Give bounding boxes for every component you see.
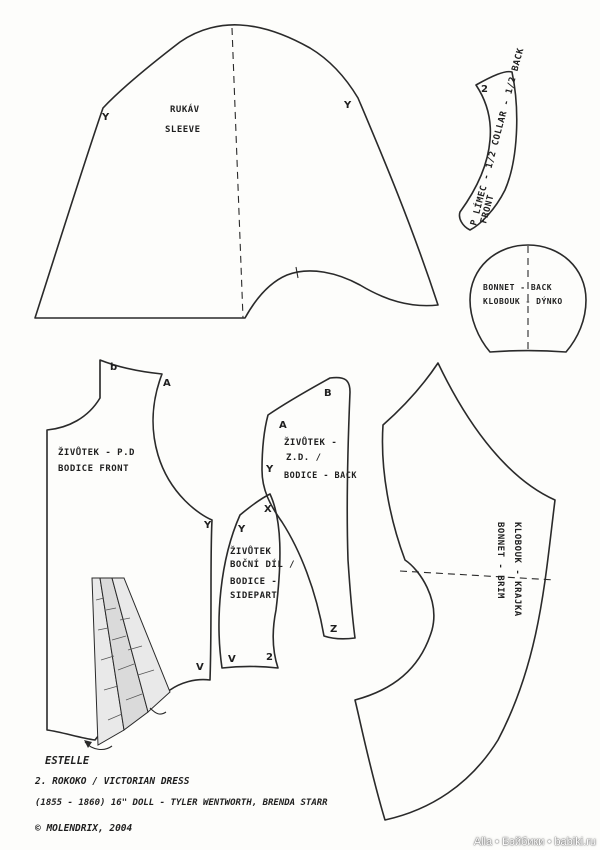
bodice-back-mark-y: Y: [265, 464, 274, 475]
collar-outline: [458, 70, 518, 231]
caption-style: 2. ROKOKO / VICTORIAN DRESS: [34, 776, 190, 787]
bodice-side-mark-y: Y: [237, 524, 246, 535]
bodice-back-mark-b: B: [324, 388, 332, 399]
sleeve-notch: [295, 266, 299, 279]
bonnet-brim-label-english: BONNET - BRIM: [495, 522, 505, 599]
sleeve-outline: [34, 24, 439, 319]
bodice-front-mark-a: A: [163, 378, 171, 389]
bodice-side-label-line4: SIDEPART: [230, 591, 277, 601]
bonnet-brim-label-czech: KLOBOUK - KRAJKA: [512, 522, 522, 617]
bodice-side-label-line1: ŽIVŮTEK: [230, 545, 272, 557]
collar-mark-top: 2: [481, 84, 488, 95]
caption-title: ESTELLE: [45, 755, 90, 767]
sleeve-grainline: [231, 27, 244, 319]
caption-copyright: © MOLENDRIX, 2004: [35, 823, 133, 834]
bodice-side-label-line2: BOČNÍ DÍL /: [230, 558, 295, 570]
bodice-back-label-line3: BODICE - BACK: [284, 471, 357, 481]
bodice-side-mark-v: V: [228, 654, 236, 665]
bodice-front-piece: b A ŽIVŮTEK - P.D BODICE FRONT Y V: [46, 359, 213, 751]
bonnet-brim-outline: [354, 362, 556, 821]
caption-doll-info: (1855 - 1860) 16" DOLL - TYLER WENTWORTH…: [35, 798, 328, 808]
bodice-front-label-czech: ŽIVŮTEK - P.D: [58, 446, 135, 458]
bodice-side-label-line3: BODICE -: [230, 577, 277, 587]
bodice-front-pleat-hatching: [95, 597, 155, 721]
bodice-side-piece: Y X ŽIVŮTEK BOČNÍ DÍL / BODICE - SIDEPAR…: [218, 493, 295, 669]
pattern-caption: ESTELLE 2. ROKOKO / VICTORIAN DRESS (185…: [34, 755, 328, 834]
bodice-front-mark-y: Y: [203, 520, 212, 531]
watermark-text: Alla • Бэйбики • babiki.ru: [473, 836, 596, 848]
bodice-front-mark-v: V: [196, 662, 204, 673]
bodice-front-fold-arrow-right: [149, 707, 167, 715]
bodice-back-mark-z: Z: [330, 624, 337, 635]
sleeve-mark-left: Y: [101, 112, 110, 123]
bodice-back-piece: B A ŽIVŮTEK - Z.D. / BODICE - BACK Y Z: [261, 376, 357, 640]
bonnet-brim-grainline: [399, 570, 556, 581]
bonnet-back-label-czech: KLOBOUK - DÝNKO: [483, 295, 563, 306]
bonnet-back-outline: [469, 244, 587, 353]
bodice-front-mark-b: b: [110, 362, 117, 373]
bodice-side-mark-x: X: [264, 504, 272, 515]
bodice-back-outline: [261, 376, 356, 640]
sleeve-piece: Y Y RUKÁV SLEEVE: [34, 24, 439, 319]
bodice-back-label-line2: Z.D. /: [286, 453, 322, 463]
bonnet-brim-piece: KLOBOUK - KRAJKA BONNET - BRIM: [354, 362, 556, 821]
bodice-side-mark-z: 2: [266, 652, 273, 663]
bodice-front-pleat-3: [111, 577, 171, 713]
bodice-side-outline: [218, 493, 281, 669]
bodice-front-arrowhead-left: [84, 740, 92, 748]
bodice-front-label-english: BODICE FRONT: [58, 464, 129, 474]
sleeve-label-english: SLEEVE: [165, 125, 201, 135]
bodice-back-label-line1: ŽIVŮTEK -: [284, 436, 337, 448]
bonnet-back-label-english: BONNET - BACK: [483, 283, 552, 292]
collar-label-main: P LÍMEC - 1/2 COLLAR - 1/2 BACK: [467, 46, 526, 226]
sleeve-mark-right: Y: [343, 100, 352, 111]
bonnet-back-piece: BONNET - BACK KLOBOUK - DÝNKO: [469, 244, 587, 353]
sleeve-label-czech: RUKÁV: [170, 103, 200, 115]
collar-piece: 2 P LÍMEC - 1/2 COLLAR - 1/2 BACK FRONT: [458, 46, 526, 231]
bodice-back-mark-a: A: [279, 420, 287, 431]
